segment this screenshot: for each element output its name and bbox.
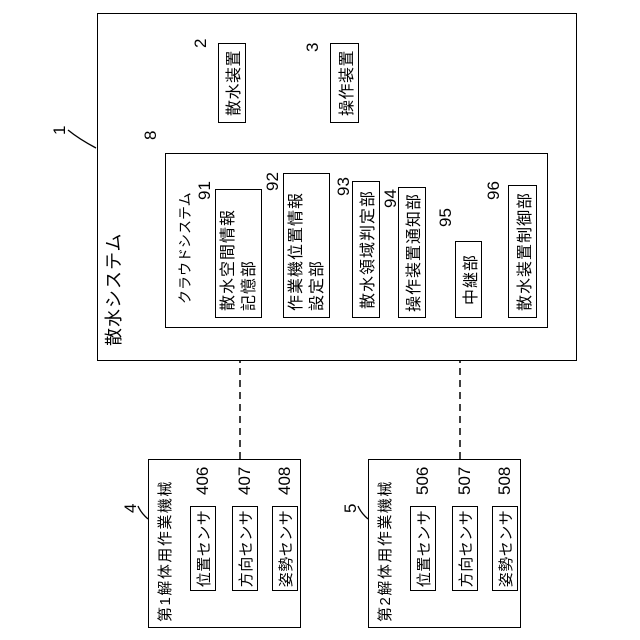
- ref-407: 407: [235, 466, 254, 495]
- ref-4: 4: [121, 503, 140, 513]
- unit-label-line: 作業機位置情報: [288, 191, 305, 311]
- ref-3: 3: [303, 42, 322, 52]
- ref-1: 1: [50, 125, 69, 135]
- unit-label: 散水領域判定部: [360, 190, 377, 310]
- ref-94: 94: [381, 189, 400, 208]
- operation-device-notification-box: 操作装置通知部: [398, 187, 426, 318]
- machine2-direction-sensor-box: 方向センサ: [452, 506, 478, 591]
- sensor-label: 位置センサ: [195, 509, 213, 588]
- ref-507: 507: [455, 466, 474, 495]
- unit-label-line: 設定部: [309, 259, 326, 311]
- watering-device-control-box: 散水装置制御部: [508, 185, 537, 318]
- unit-label: 操作装置通知部: [406, 193, 423, 313]
- operation-device-box: 操作装置: [330, 43, 359, 123]
- machine1-attitude-sensor-box: 姿勢センサ: [272, 506, 298, 591]
- leader-line-ref-1: [67, 129, 97, 149]
- unit-label-line: 記憶部: [241, 259, 258, 311]
- leader-line-ref-4: [137, 505, 149, 520]
- ref-8: 8: [141, 130, 160, 140]
- unit-label: 中継部: [462, 254, 480, 306]
- leader-line-ref-5: [357, 505, 369, 520]
- ref-406: 406: [193, 466, 212, 495]
- machine1-position-sensor-box: 位置センサ: [190, 506, 216, 591]
- machine-position-info-setting-box: 作業機位置情報 設定部: [283, 173, 330, 318]
- ref-2: 2: [191, 38, 210, 48]
- machine2-position-sensor-box: 位置センサ: [410, 506, 436, 591]
- watering-space-info-storage-box: 散水空間情報 記憶部: [215, 189, 262, 318]
- machine1-direction-sensor-box: 方向センサ: [232, 506, 258, 591]
- ref-508: 508: [495, 466, 514, 495]
- device-label: 散水装置: [226, 50, 243, 117]
- system-label: 散水システム: [104, 232, 124, 346]
- sensor-label: 方向センサ: [457, 509, 475, 588]
- watering-area-determination-box: 散水領域判定部: [352, 181, 380, 318]
- machine1-label: 第1解体用作業機械: [157, 480, 174, 622]
- device-label: 操作装置: [338, 50, 356, 117]
- sensor-label: 方向センサ: [237, 509, 255, 588]
- sensor-label: 位置センサ: [415, 509, 433, 588]
- sensor-label: 姿勢センサ: [497, 509, 515, 588]
- unit-label: 散水装置制御部: [516, 192, 534, 312]
- cloud-label: クラウドシステム: [177, 192, 193, 304]
- ref-91: 91: [195, 181, 214, 200]
- ref-92: 92: [263, 172, 282, 191]
- sensor-label: 姿勢センサ: [277, 509, 295, 588]
- ref-506: 506: [413, 466, 432, 495]
- sprinkler-device-box: 散水装置: [218, 43, 246, 123]
- machine2-label: 第2解体用作業機械: [377, 480, 394, 622]
- ref-5: 5: [341, 503, 360, 513]
- ref-93: 93: [334, 177, 353, 196]
- unit-label-line: 散水空間情報: [220, 208, 237, 311]
- ref-96: 96: [484, 181, 503, 200]
- relay-unit-box: 中継部: [455, 241, 482, 318]
- ref-408: 408: [275, 466, 294, 495]
- machine2-attitude-sensor-box: 姿勢センサ: [492, 506, 518, 591]
- ref-95: 95: [436, 208, 455, 227]
